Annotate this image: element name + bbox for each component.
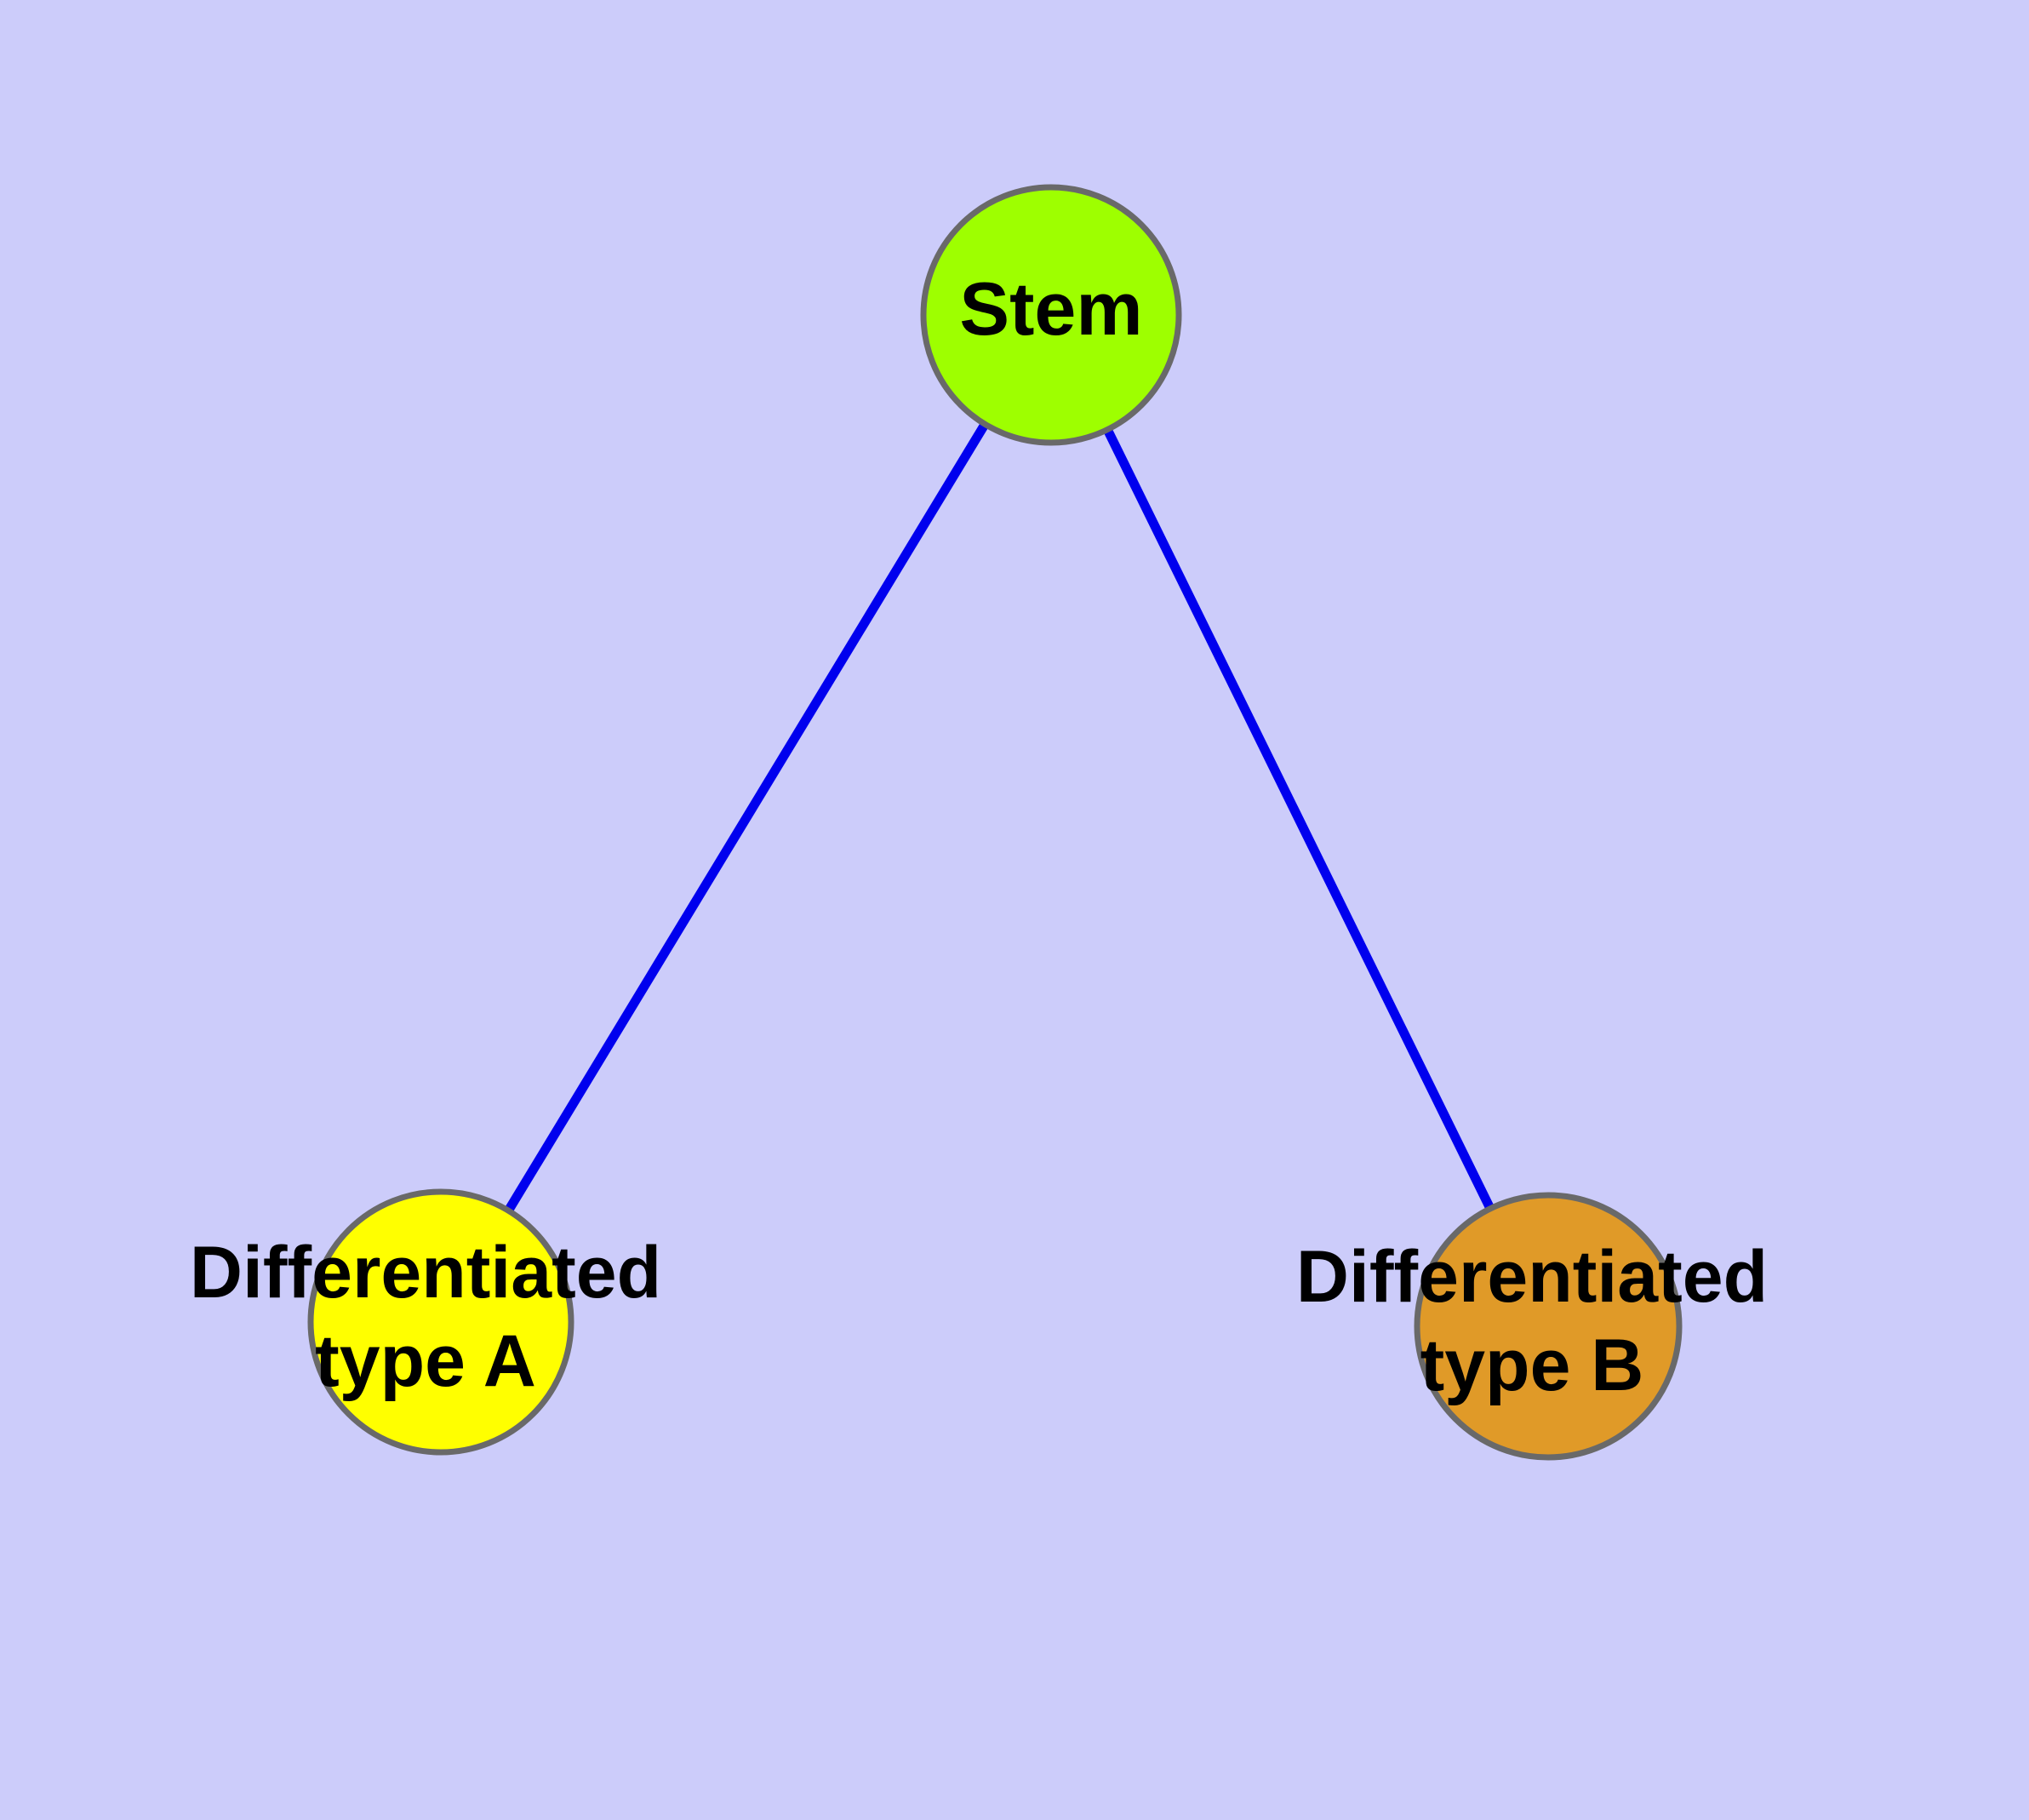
node-differentiated-type-b-circle[interactable] xyxy=(1414,1192,1683,1461)
edge-stem-to-differentiated-type-b[interactable] xyxy=(1047,312,1552,1329)
edge-stem-to-differentiated-type-a[interactable] xyxy=(437,312,1055,1325)
node-differentiated-type-a-circle[interactable] xyxy=(307,1188,574,1456)
node-stem[interactable]: Stem xyxy=(920,184,1182,446)
node-stem-circle[interactable] xyxy=(920,184,1182,446)
node-stem-label: Stem xyxy=(959,266,1142,351)
edges-group xyxy=(437,312,1552,1329)
